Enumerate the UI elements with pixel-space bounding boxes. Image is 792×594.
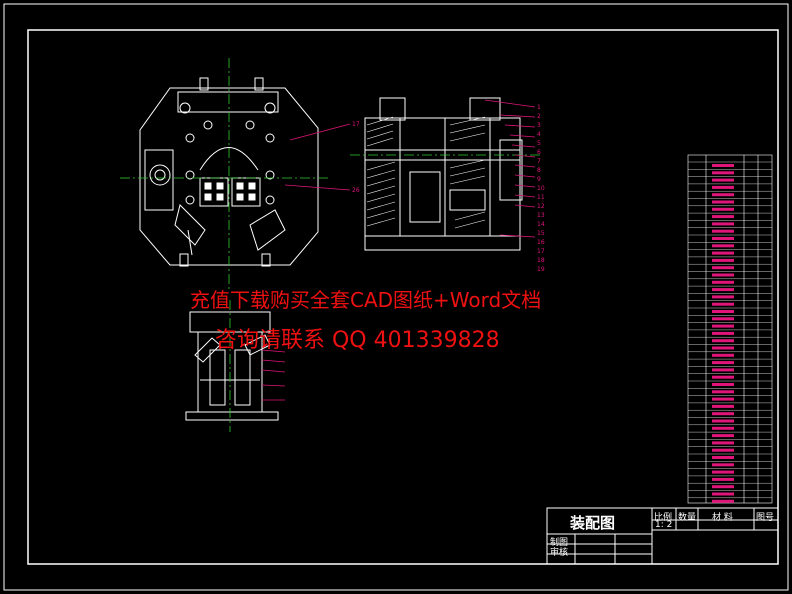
- parts-list-entry: [712, 295, 734, 299]
- parts-list-entry: [712, 477, 734, 481]
- parts-list-entry: [712, 375, 734, 379]
- balloon-label: 3: [537, 122, 541, 129]
- balloon-label: 15: [537, 230, 545, 237]
- parts-list-entry: [712, 251, 734, 255]
- row-drawn: 制图: [550, 538, 569, 548]
- balloon-label: 13: [537, 212, 545, 219]
- parts-list-entry: [712, 171, 734, 175]
- parts-list-rows: [688, 161, 772, 503]
- section-view: [364, 97, 523, 251]
- parts-list-entry: [712, 310, 734, 313]
- balloon-label: 14: [537, 221, 545, 228]
- parts-list-entry: [712, 441, 734, 445]
- parts-list-entry: [712, 383, 734, 386]
- parts-list-entry: [712, 229, 734, 233]
- parts-list-entry: [712, 397, 734, 401]
- header-material: 材 料: [712, 513, 733, 523]
- parts-list-entry: [712, 448, 734, 452]
- inner-border: [27, 29, 779, 565]
- parts-list-entry: [712, 456, 734, 459]
- parts-list-entry: [712, 273, 734, 277]
- title-block: [546, 507, 779, 565]
- parts-list-entry: [712, 390, 734, 394]
- parts-list-entry: [712, 463, 734, 467]
- parts-list-entry: [712, 207, 734, 211]
- parts-list-entry: [712, 258, 734, 262]
- parts-list-entry: [712, 215, 734, 219]
- balloon-label: 19: [537, 266, 545, 273]
- balloon-label: 26: [352, 187, 360, 194]
- parts-list-entry: [712, 346, 734, 350]
- parts-list-entry: [712, 324, 734, 328]
- parts-list-entry: [712, 200, 734, 204]
- balloon-label: 17: [537, 248, 545, 255]
- outer-border: [3, 3, 789, 591]
- balloon-label: 11: [537, 194, 545, 201]
- parts-list-entry: [712, 419, 734, 423]
- scale-value: 1: 2: [655, 520, 673, 530]
- balloon-label: 4: [537, 131, 541, 138]
- watermark-line-1: 充值下载购买全套CAD图纸+Word文档: [190, 288, 542, 312]
- header-scale: 比例: [654, 513, 673, 523]
- balloon-label: 17: [352, 121, 360, 128]
- row-checked: 审核: [550, 548, 569, 558]
- parts-list-entry: [712, 302, 734, 306]
- parts-list-entry: [712, 288, 734, 292]
- balloon-label: 16: [537, 239, 545, 246]
- parts-list-entry: [712, 164, 734, 167]
- parts-list-entry: [712, 237, 734, 240]
- parts-list-entry: [712, 426, 734, 430]
- parts-list-entry: [712, 266, 734, 270]
- front-view-centerlines: [120, 58, 330, 290]
- parts-list-entry: [712, 178, 734, 182]
- parts-list-entry: [712, 185, 734, 189]
- front-view: [139, 77, 319, 267]
- parts-list-entry: [712, 222, 734, 226]
- balloon-label: 7: [537, 158, 541, 165]
- parts-list-entry: [712, 280, 734, 284]
- section-hatching: [366, 116, 486, 229]
- parts-list-entry: [712, 434, 734, 438]
- parts-list-entry: [712, 485, 734, 489]
- balloon-label: 18: [537, 257, 545, 264]
- parts-list-entry: [712, 339, 734, 343]
- side-view: [185, 311, 279, 421]
- leader-lines: [261, 99, 536, 401]
- parts-list-entry: [712, 499, 734, 503]
- balloon-label: 6: [537, 149, 541, 156]
- parts-list-entry: [712, 361, 734, 365]
- header-drawing-number: 图号: [756, 513, 775, 523]
- parts-list-entry: [712, 244, 734, 248]
- parts-list-entry: [712, 193, 734, 197]
- balloon-label: 10: [537, 185, 545, 192]
- parts-list-entry: [712, 331, 734, 335]
- parts-list-entry: [712, 492, 734, 496]
- balloon-label: 1: [537, 104, 541, 111]
- parts-list-entry: [712, 404, 734, 408]
- watermark-line-2: 咨询请联系 QQ 401339828: [215, 328, 500, 353]
- parts-list-entry: [712, 353, 734, 357]
- balloon-label: 5: [537, 140, 541, 147]
- balloon-label: 9: [537, 176, 541, 183]
- parts-list-entry: [712, 412, 734, 416]
- drawing-name: 装配图: [570, 514, 616, 532]
- balloon-label: 8: [537, 167, 541, 174]
- parts-list-entry: [712, 368, 734, 372]
- parts-list-entry: [712, 317, 734, 321]
- header-quantity: 数量: [678, 513, 697, 523]
- parts-list-entry: [712, 470, 734, 474]
- balloon-label: 2: [537, 113, 541, 120]
- balloon-label: 12: [537, 203, 545, 210]
